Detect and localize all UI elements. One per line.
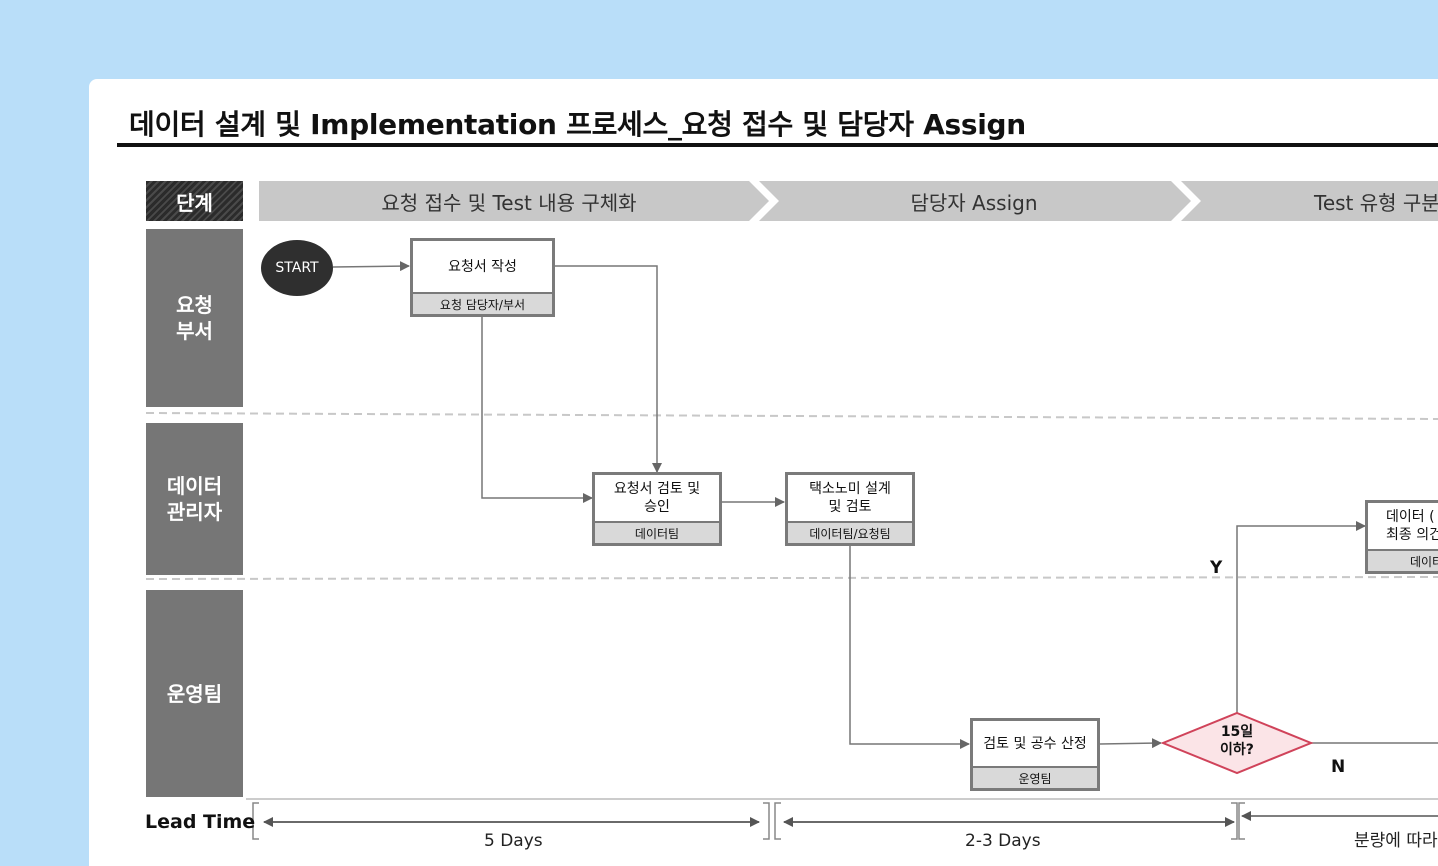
process-owner: 데이터	[1368, 549, 1438, 571]
phase-separator-1	[751, 179, 776, 223]
phase-label-3: Test 유형 구분	[1314, 190, 1438, 215]
process-title: 데이터 ( 최종 의건	[1386, 509, 1438, 543]
lead-bracket-2-left	[774, 802, 781, 840]
decision-label: 15일 이하?	[1220, 724, 1254, 758]
lead-time-span-2: 2-3 Days	[965, 831, 1041, 851]
process-owner: 데이터팀/요청팀	[788, 521, 912, 543]
diagram-sheet: 데이터 설계 및 Implementation 프로세스_요청 접수 및 담당자…	[89, 79, 1438, 866]
phase-chevron-1	[259, 181, 769, 221]
connector-start-write	[332, 261, 410, 272]
branch-no-label: N	[1331, 757, 1346, 777]
lead-bracket-3-left	[1238, 802, 1245, 840]
connector-write-review-b	[481, 316, 593, 503]
process-title: 요청서 검토 및 승인	[613, 481, 701, 515]
process-owner: 운영팀	[973, 766, 1097, 788]
lane-label-data-manager: 데이터 관리자	[146, 423, 243, 575]
connector-estimate-decision	[1099, 738, 1162, 749]
lead-bracket-2-right	[1231, 802, 1238, 840]
flow-connectors	[145, 261, 1438, 840]
lane-divider-1	[145, 412, 1438, 420]
phase-separator-2	[1173, 179, 1198, 223]
process-owner: 요청 담당자/부서	[413, 292, 552, 314]
lane-label-operations: 운영팀	[146, 590, 243, 797]
decision-diamond	[1160, 711, 1314, 775]
phase-label-1: 요청 접수 및 Test 내용 구체화	[381, 190, 637, 215]
stage-header: 단계	[146, 181, 243, 221]
lead-time-span-1: 5 Days	[484, 831, 543, 851]
branch-yes-label: Y	[1210, 558, 1223, 578]
process-title: 택소노미 설계 및 검토	[809, 481, 891, 515]
phase-band	[259, 179, 1438, 223]
process-final-opinion: 데이터 ( 최종 의건 데이터	[1365, 500, 1438, 574]
lead-bracket-1-left	[252, 802, 259, 840]
process-estimate-effort: 검토 및 공수 산정 운영팀	[970, 718, 1100, 791]
phase-chevron-2	[759, 181, 1191, 221]
lead-time-span-3: 분량에 따라	[1354, 831, 1438, 851]
lead-time-label: Lead Time	[145, 811, 256, 833]
process-owner: 데이터팀	[595, 521, 719, 543]
process-title: 요청서 작성	[448, 258, 517, 275]
connector-write-review-a	[554, 265, 662, 473]
start-node: START	[261, 240, 333, 296]
lane-divider-2	[145, 576, 1438, 580]
page-title: 데이터 설계 및 Implementation 프로세스_요청 접수 및 담당자…	[129, 108, 1026, 141]
process-write-request: 요청서 작성 요청 담당자/부서	[410, 238, 555, 317]
connector-taxonomy-estimate	[849, 545, 970, 749]
phase-label-2: 담당자 Assign	[910, 190, 1038, 215]
process-review-approve: 요청서 검토 및 승인 데이터팀	[592, 472, 722, 546]
phase-chevron-3	[1181, 181, 1438, 221]
title-underline	[117, 143, 1438, 147]
process-title: 검토 및 공수 산정	[983, 735, 1087, 752]
connector-decision-yes	[1236, 521, 1366, 714]
process-taxonomy-design: 택소노미 설계 및 검토 데이터팀/요청팀	[785, 472, 915, 546]
lane-label-requester: 요청 부서	[146, 229, 243, 407]
lead-bracket-1-right	[763, 802, 770, 840]
